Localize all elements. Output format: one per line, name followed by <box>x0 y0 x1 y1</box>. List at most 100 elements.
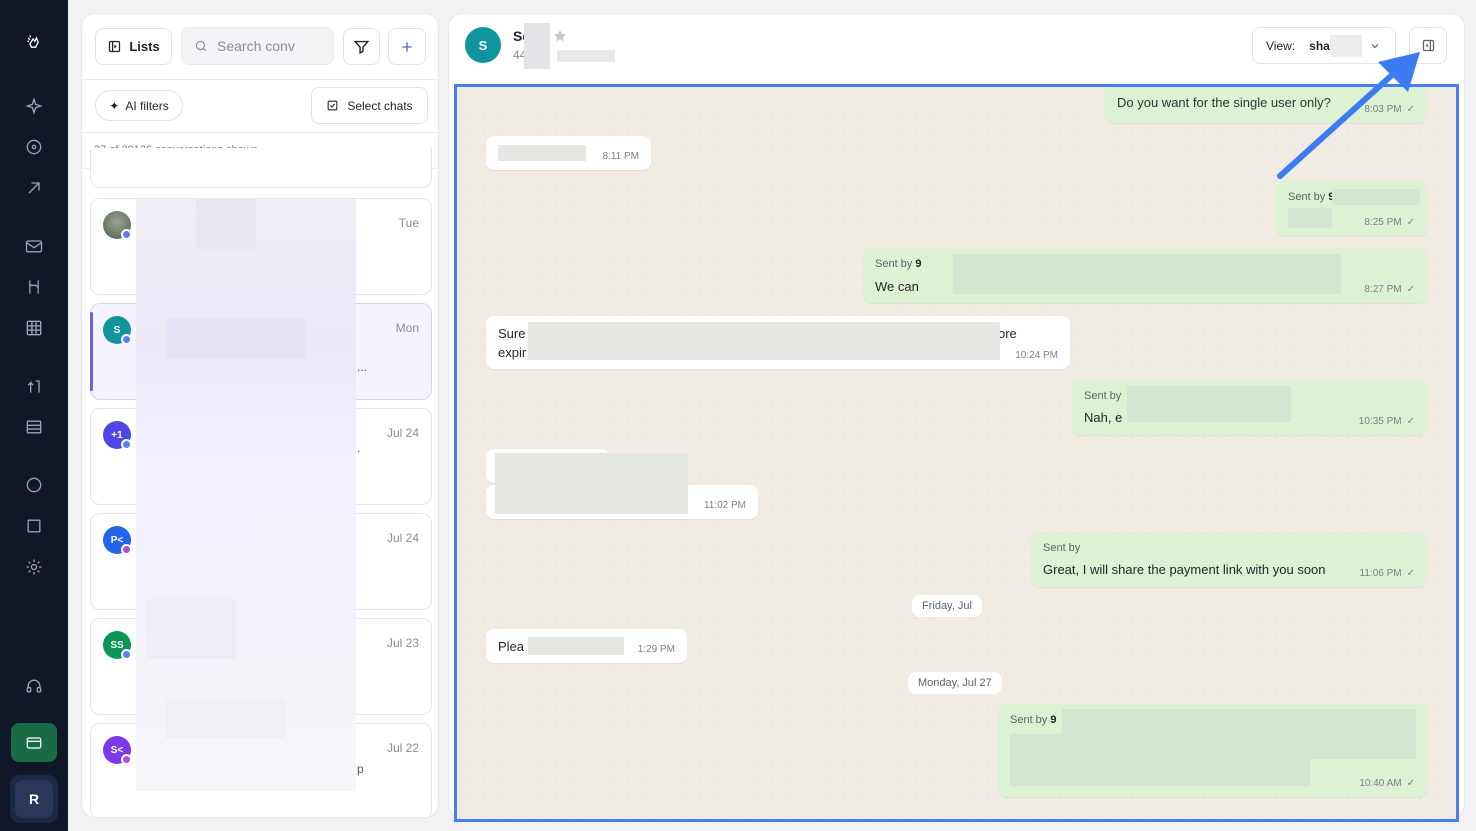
message-time: 10:40 AM✓ <box>1359 778 1415 789</box>
user-avatar-button[interactable]: R <box>10 775 58 823</box>
checkbox-icon <box>327 100 338 111</box>
select-chats-label: Select chats <box>347 98 413 113</box>
message-time: 1:29 PM <box>637 644 675 655</box>
check-icon: ✓ <box>1406 416 1415 427</box>
channel-badge-icon <box>121 754 132 765</box>
logo-icon[interactable] <box>19 28 49 58</box>
redacted-region <box>528 637 624 655</box>
select-chats-button[interactable]: Select chats <box>311 87 428 124</box>
lists-label: Lists <box>129 39 160 54</box>
check-icon: ✓ <box>1406 568 1415 579</box>
add-conversation-button[interactable] <box>388 28 426 65</box>
message-bubble-outgoing[interactable]: Sent by Nah, e 10:35 PM✓ <box>1072 380 1427 435</box>
filter-button[interactable] <box>343 28 380 65</box>
lists-button[interactable]: Lists <box>95 28 172 65</box>
target-icon[interactable] <box>19 132 49 162</box>
redacted-region <box>524 23 550 69</box>
conversation-date: Jul 24 <box>386 531 419 545</box>
sent-by-label: Sent by 9 <box>1010 714 1057 726</box>
star-icon[interactable] <box>552 28 568 44</box>
channel-badge-icon <box>121 649 132 660</box>
message-text: Sure <box>498 326 526 341</box>
square-icon[interactable] <box>19 511 49 541</box>
channel-badge-icon <box>121 439 132 450</box>
redacted-region <box>495 453 688 514</box>
conversation-date: Jul 23 <box>386 636 419 650</box>
message-time: 11:06 PM✓ <box>1359 568 1415 579</box>
message-time: 8:27 PM✓ <box>1364 284 1415 295</box>
table-icon[interactable] <box>19 412 49 442</box>
redacted-region <box>1330 35 1362 57</box>
conversation-preview: ... <box>357 360 368 374</box>
view-select[interactable]: View: sha <box>1252 27 1396 64</box>
message-text: Plea <box>498 639 525 654</box>
redacted-region <box>498 145 586 161</box>
message-bubble-outgoing[interactable]: Do you want for the single user only? 8:… <box>1105 87 1427 123</box>
redacted-region <box>953 254 1341 294</box>
view-value: sha <box>1309 38 1330 53</box>
grid-icon[interactable] <box>19 313 49 343</box>
day-divider: Monday, Jul 27 <box>908 672 1002 694</box>
message-bubble-outgoing[interactable]: Sent by 9 We can 8:27 PM✓ <box>863 248 1427 303</box>
sent-by-label: Sent by <box>1084 390 1122 402</box>
headset-icon[interactable] <box>19 671 49 701</box>
message-text: We can <box>875 279 919 294</box>
message-text: ore <box>998 326 1017 341</box>
filter-icon <box>353 40 370 55</box>
divider <box>82 79 438 80</box>
panel-icon <box>109 40 121 53</box>
plus-icon <box>402 41 412 52</box>
view-label: View: <box>1266 38 1296 53</box>
search-input[interactable] <box>217 38 327 54</box>
conversation-preview: . <box>357 441 361 455</box>
conversation-date: Jul 22 <box>386 741 419 755</box>
message-text: expir <box>498 345 527 360</box>
chevron-down-icon <box>1371 44 1379 49</box>
channel-badge-icon <box>121 334 132 345</box>
split-icon[interactable] <box>19 272 49 302</box>
message-bubble-outgoing[interactable]: Sent by Great, I will share the payment … <box>1031 532 1427 587</box>
message-bubble-incoming[interactable]: Sure expir ore 10:24 PM <box>486 316 1070 369</box>
circle-icon[interactable] <box>19 470 49 500</box>
redacted-region <box>136 199 356 791</box>
redacted-region <box>1288 208 1332 228</box>
sent-by-label: Sent by <box>1043 542 1081 554</box>
search-icon <box>195 40 207 52</box>
check-icon: ✓ <box>1406 284 1415 295</box>
redacted-region <box>1010 734 1310 786</box>
message-text: Nah, e <box>1084 410 1123 425</box>
message-bubble-incoming[interactable]: 8:11 PM <box>486 136 651 170</box>
check-icon: ✓ <box>1406 104 1415 115</box>
message-time: 11:02 PM <box>703 500 746 511</box>
card-icon[interactable] <box>11 723 57 762</box>
message-bubble-incoming[interactable]: Plea 1:29 PM <box>486 629 687 663</box>
ai-filters-button[interactable]: ✦ AI filters <box>95 90 183 121</box>
list-item[interactable] <box>90 148 432 188</box>
conversation-preview: p <box>357 762 364 776</box>
arrow-up-right-icon[interactable] <box>19 173 49 203</box>
redacted-region <box>557 50 615 62</box>
sparkle-icon[interactable] <box>19 91 49 121</box>
message-thread[interactable]: Do you want for the single user only? 8:… <box>454 84 1459 822</box>
redacted-region <box>528 322 1000 360</box>
conversation-date: Jul 24 <box>386 426 419 440</box>
message-time: 10:35 PM✓ <box>1358 416 1415 427</box>
message-time: 8:25 PM✓ <box>1364 217 1415 228</box>
channel-badge-icon <box>121 229 132 240</box>
toggle-side-panel-button[interactable] <box>1409 27 1447 64</box>
message-time: 10:24 PM <box>1015 350 1058 361</box>
ai-filters-label: AI filters <box>125 98 169 113</box>
conversation-date: Mon <box>395 321 419 335</box>
search-box[interactable] <box>181 27 334 65</box>
message-time: 8:11 PM <box>602 151 640 162</box>
gear-icon[interactable] <box>19 552 49 582</box>
mail-icon[interactable] <box>19 231 49 261</box>
message-bubble-outgoing[interactable]: Sent by 916 8:25 PM✓ <box>1276 181 1427 236</box>
redacted-region <box>1332 189 1420 205</box>
chat-panel: S Se 44 0 View: sha Do you want for the … <box>448 13 1465 822</box>
message-text: Great, I will share the payment link wit… <box>1043 562 1326 577</box>
message-bubble-outgoing[interactable]: Sent by 9 10:40 AM✓ <box>998 704 1427 797</box>
sent-by-label: Sent by 9 <box>875 258 922 270</box>
upload-icon[interactable] <box>19 371 49 401</box>
conversation-list-panel: Lists ✦ AI filters Select chats 37 of 29… <box>81 13 439 818</box>
